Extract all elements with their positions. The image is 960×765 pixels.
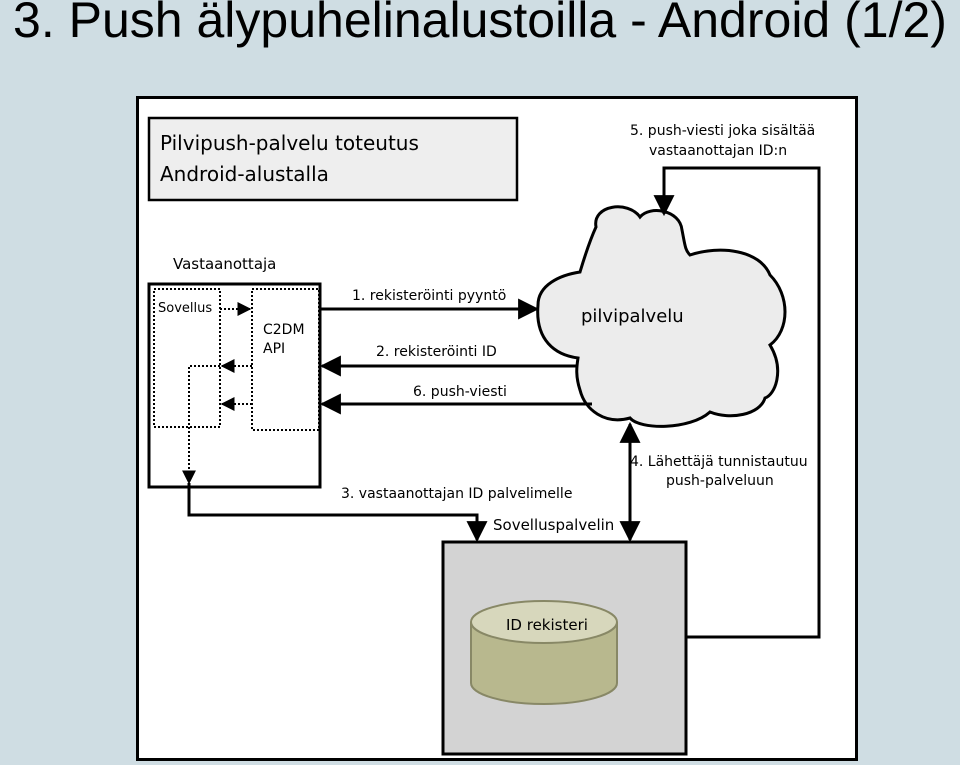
step4-label-line1: 4. Lähettäjä tunnistautuu xyxy=(630,454,808,470)
receiver-label: Vastaanottaja xyxy=(173,255,276,273)
app-box xyxy=(153,288,221,428)
cloud-label: pilvipalvelu xyxy=(581,306,684,327)
step1-label: 1. rekisteröinti pyyntö xyxy=(352,288,506,304)
database-label: ID rekisteri xyxy=(506,616,588,634)
step5-label-line1: 5. push-viesti joka sisältää xyxy=(630,123,815,139)
app-dotted-down-line xyxy=(182,365,220,485)
header-line1: Pilvipush-palvelu toteutus xyxy=(160,131,419,155)
c2dm-api-box xyxy=(251,288,320,431)
id-registry-database: ID rekisteri xyxy=(470,600,618,705)
step2-label: 2. rekisteröinti ID xyxy=(376,344,497,360)
header-box xyxy=(147,116,519,202)
app-label: Sovellus xyxy=(158,301,212,316)
header-line2: Android-alustalla xyxy=(160,162,329,186)
receiver-box xyxy=(147,282,322,489)
database-top xyxy=(470,600,618,644)
step3-arrow xyxy=(187,483,488,543)
c2dm-label: C2DM xyxy=(263,322,305,338)
app-server-label: Sovelluspalvelin xyxy=(493,516,614,534)
app-server: Sovelluspalvelin ID rekisteri xyxy=(441,516,688,756)
receiver-group: Vastaanottaja Sovellus C2DM API xyxy=(147,255,322,489)
step5-arrow xyxy=(653,166,821,639)
diagram-header: Pilvipush-palvelu toteutus Android-alust… xyxy=(147,116,519,202)
cloud-shape xyxy=(536,205,787,428)
step6-label: 6. push-viesti xyxy=(413,384,507,400)
slide-title: 3. Push älypuhelinalustoilla - Android (… xyxy=(13,0,947,48)
architecture-diagram: Pilvipush-palvelu toteutus Android-alust… xyxy=(136,96,858,761)
step3-label: 3. vastaanottajan ID palvelimelle xyxy=(341,486,572,502)
cloud-service: pilvipalvelu xyxy=(536,205,787,428)
database-body xyxy=(470,622,618,705)
api-label: API xyxy=(263,341,285,357)
step4-label-line2: push-palveluun xyxy=(666,473,774,489)
step5-label-line2: vastaanottajan ID:n xyxy=(649,143,787,159)
